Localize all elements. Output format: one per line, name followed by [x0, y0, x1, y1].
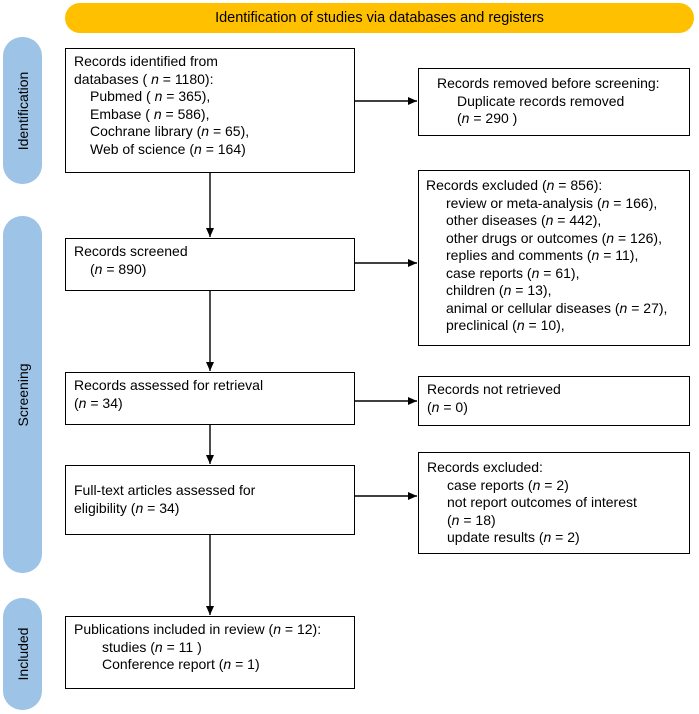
excluded-line1: Records excluded (n = 856):	[426, 177, 603, 193]
screened-line1: Records screened	[74, 243, 188, 259]
removed-line2: Duplicate records removed	[457, 92, 625, 109]
included-box: Publications included in review (n = 12)…	[65, 616, 355, 689]
records-excluded-2-box: Records excluded: case reports (n = 2) n…	[418, 452, 690, 554]
removed-line1: Records removed before screening:	[437, 75, 660, 91]
fulltext-line1: Full-text articles assessed for	[74, 482, 256, 498]
removed-line3: (n = 290 )	[457, 110, 518, 126]
excluded-item-preclinical: preclinical (n = 10),	[446, 317, 565, 333]
retrieval-line1: Records assessed for retrieval	[74, 377, 264, 393]
excluded2-line1: Records excluded:	[427, 459, 543, 475]
identified-line2: databases ( n = 1180):	[74, 70, 214, 87]
identified-pubmed: Pubmed ( n = 365),	[90, 88, 211, 104]
included-studies: studies (n = 11 )	[102, 638, 202, 655]
screened-line2: (n = 890)	[90, 260, 147, 277]
excluded2-not-report: not report outcomes of interest	[447, 494, 637, 510]
stage-identification: Identification	[3, 37, 42, 184]
fulltext-box: Full-text articles assessed for eligibil…	[65, 465, 355, 535]
records-identified-box: Records identified from databases ( n = …	[65, 48, 355, 173]
retrieval-line2: (n = 34)	[74, 394, 123, 411]
excluded-item-animal: animal or cellular diseases (n = 27),	[446, 299, 668, 316]
not-retrieved-line1: Records not retrieved	[427, 381, 561, 397]
banner-title: Identification of studies via databases …	[215, 10, 544, 26]
included-line1: Publications included in review (n = 12)…	[74, 621, 322, 637]
excluded2-not-report-n: (n = 18)	[447, 511, 496, 528]
excluded-item-case-reports: case reports (n = 61),	[446, 264, 580, 281]
excluded-item-children: children (n = 13),	[446, 282, 552, 298]
records-not-retrieved-box: Records not retrieved (n = 0)	[418, 376, 690, 426]
identified-embase: Embase ( n = 586),	[90, 105, 210, 122]
excluded2-case-reports: case reports (n = 2)	[447, 476, 569, 493]
stage-included: Included	[3, 598, 42, 710]
excluded2-update: update results (n = 2)	[447, 529, 580, 545]
stage-screening: Screening	[3, 216, 42, 573]
identified-wos: Web of science (n = 164)	[90, 140, 246, 157]
records-removed-box: Records removed before screening: Duplic…	[418, 68, 690, 136]
included-conference: Conference report (n = 1)	[102, 656, 260, 672]
excluded-item-other-drugs: other drugs or outcomes (n = 126),	[446, 229, 662, 246]
excluded-item-replies: replies and comments (n = 11),	[446, 247, 639, 263]
identified-line1: Records identified from	[74, 53, 218, 69]
excluded-item-review: review or meta-analysis (n = 166),	[446, 194, 658, 211]
excluded-item-other-diseases: other diseases (n = 442),	[446, 212, 602, 228]
records-excluded-box: Records excluded (n = 856): review or me…	[418, 170, 690, 346]
fulltext-line2: eligibility (n = 34)	[74, 499, 180, 516]
identified-cochrane: Cochrane library (n = 65),	[90, 123, 250, 139]
not-retrieved-line2: (n = 0)	[427, 398, 468, 415]
title-banner: Identification of studies via databases …	[65, 3, 694, 33]
records-retrieval-box: Records assessed for retrieval (n = 34)	[65, 372, 355, 425]
records-screened-box: Records screened (n = 890)	[65, 238, 355, 291]
